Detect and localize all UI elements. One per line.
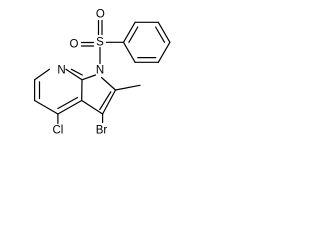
bond [70,68,83,76]
atom-oxygen-left: O [70,39,79,51]
atom-oxygen-top: O [96,9,105,21]
atom-bromine: Br [96,125,108,137]
bond [122,21,136,43]
atom-labels: N N S O O Br Cl [52,9,107,137]
atom-sulfur: S [96,37,104,49]
atom-n-pyrrole: N [96,65,104,77]
chemical-structure: N N S O O Br Cl [33,9,171,137]
bond [157,21,171,43]
bond [114,84,141,91]
bond [157,41,171,63]
bond [122,41,136,63]
bond [100,76,117,91]
bond [155,26,166,43]
bond [99,91,112,111]
bond-lines [33,19,171,125]
atom-chlorine: Cl [52,125,63,137]
bond [33,68,51,81]
atom-n-pyridine: N [57,65,65,77]
bond [128,26,139,43]
bond [81,99,104,115]
bond [57,99,83,115]
bond [57,96,79,110]
bond [33,99,59,115]
bond [101,89,117,115]
bond [65,68,83,81]
bond [81,74,97,81]
